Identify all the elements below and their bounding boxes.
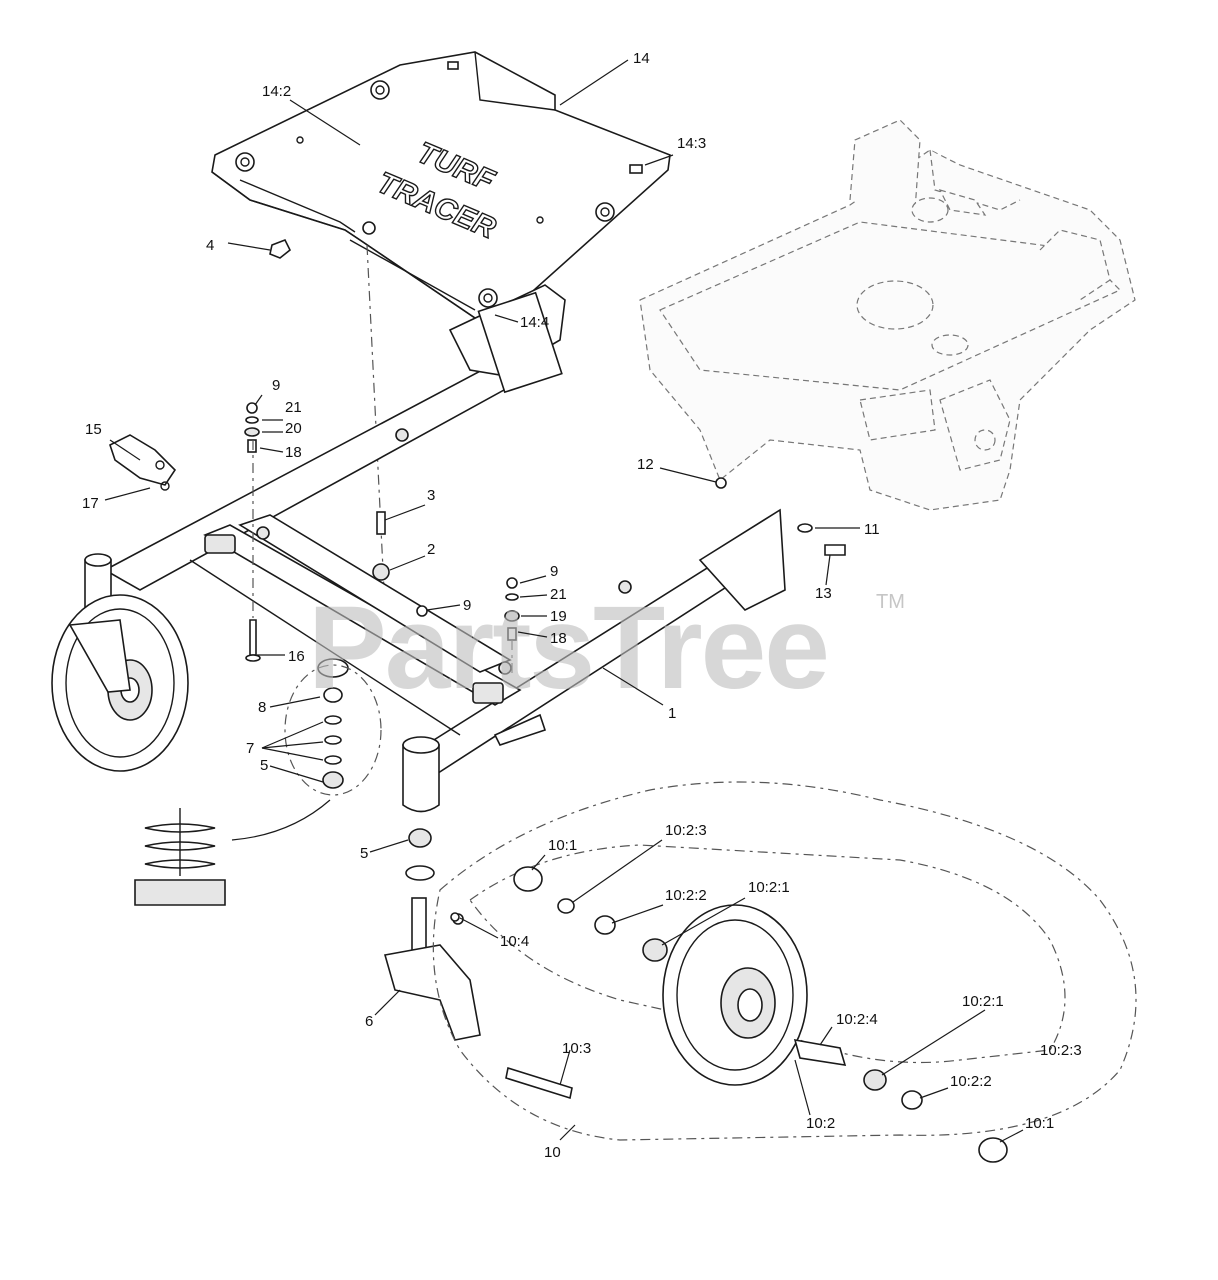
- callout-13: 13: [815, 585, 832, 602]
- callout-11: 11: [864, 521, 880, 538]
- callout-2: 2: [427, 541, 435, 558]
- callout-10-2-1-b: 10:2:1: [962, 993, 1004, 1010]
- callout-10-4: 10:4: [500, 933, 529, 950]
- callout-10-2-3-b: 10:2:3: [1040, 1042, 1082, 1059]
- callout-14: 14: [633, 50, 650, 67]
- callout-labels: 14 14:2 14:3 4 14:4 9 21 20 18 15 17 3 2…: [82, 50, 1082, 1161]
- callout-9-c: 9: [463, 597, 471, 614]
- callout-10-1-b: 10:1: [1025, 1115, 1054, 1132]
- callout-18: 18: [285, 444, 302, 461]
- callout-10-2-4: 10:2:4: [836, 1011, 878, 1028]
- left-caster-wheel: [51, 594, 189, 772]
- partstree-watermark: PartsTree: [308, 582, 828, 714]
- callout-3: 3: [427, 487, 435, 504]
- callout-12: 12: [637, 456, 654, 473]
- callout-17: 17: [82, 495, 99, 512]
- callout-14-3: 14:3: [677, 135, 706, 152]
- callout-14-4: 14:4: [520, 314, 549, 331]
- callout-15: 15: [85, 421, 102, 438]
- callout-5-b: 5: [360, 845, 368, 862]
- callout-4: 4: [206, 237, 214, 254]
- callout-9: 9: [272, 377, 280, 394]
- callout-10-2-1: 10:2:1: [748, 879, 790, 896]
- callout-21: 21: [285, 399, 302, 416]
- callout-21-b: 21: [550, 586, 567, 603]
- callout-18-b: 18: [550, 630, 567, 647]
- callout-10-1: 10:1: [548, 837, 577, 854]
- callout-6: 6: [365, 1013, 373, 1030]
- caster-frame: [84, 284, 786, 813]
- callout-19: 19: [550, 608, 567, 625]
- leader-lines: [104, 59, 1024, 1143]
- callout-7: 7: [246, 740, 254, 757]
- wheel-assembly: [432, 781, 1137, 1163]
- callout-16: 16: [288, 648, 305, 665]
- callout-10: 10: [544, 1144, 561, 1161]
- callout-10-2-3: 10:2:3: [665, 822, 707, 839]
- hardware-parts: [109, 238, 846, 1100]
- trademark-mark: TM: [876, 591, 905, 613]
- chassis-phantom: [639, 119, 1136, 511]
- callout-5: 5: [260, 757, 268, 774]
- callout-10-2-2: 10:2:2: [665, 887, 707, 904]
- callout-14-2: 14:2: [262, 83, 291, 100]
- callout-10-2-2-b: 10:2:2: [950, 1073, 992, 1090]
- callout-1: 1: [668, 705, 676, 722]
- callout-10-3: 10:3: [562, 1040, 591, 1057]
- callout-9-b: 9: [550, 563, 558, 580]
- callout-8: 8: [258, 699, 266, 716]
- seat-cover-plate: TURF TRACER: [211, 51, 671, 341]
- callout-10-2: 10:2: [806, 1115, 835, 1132]
- callout-20: 20: [285, 420, 302, 437]
